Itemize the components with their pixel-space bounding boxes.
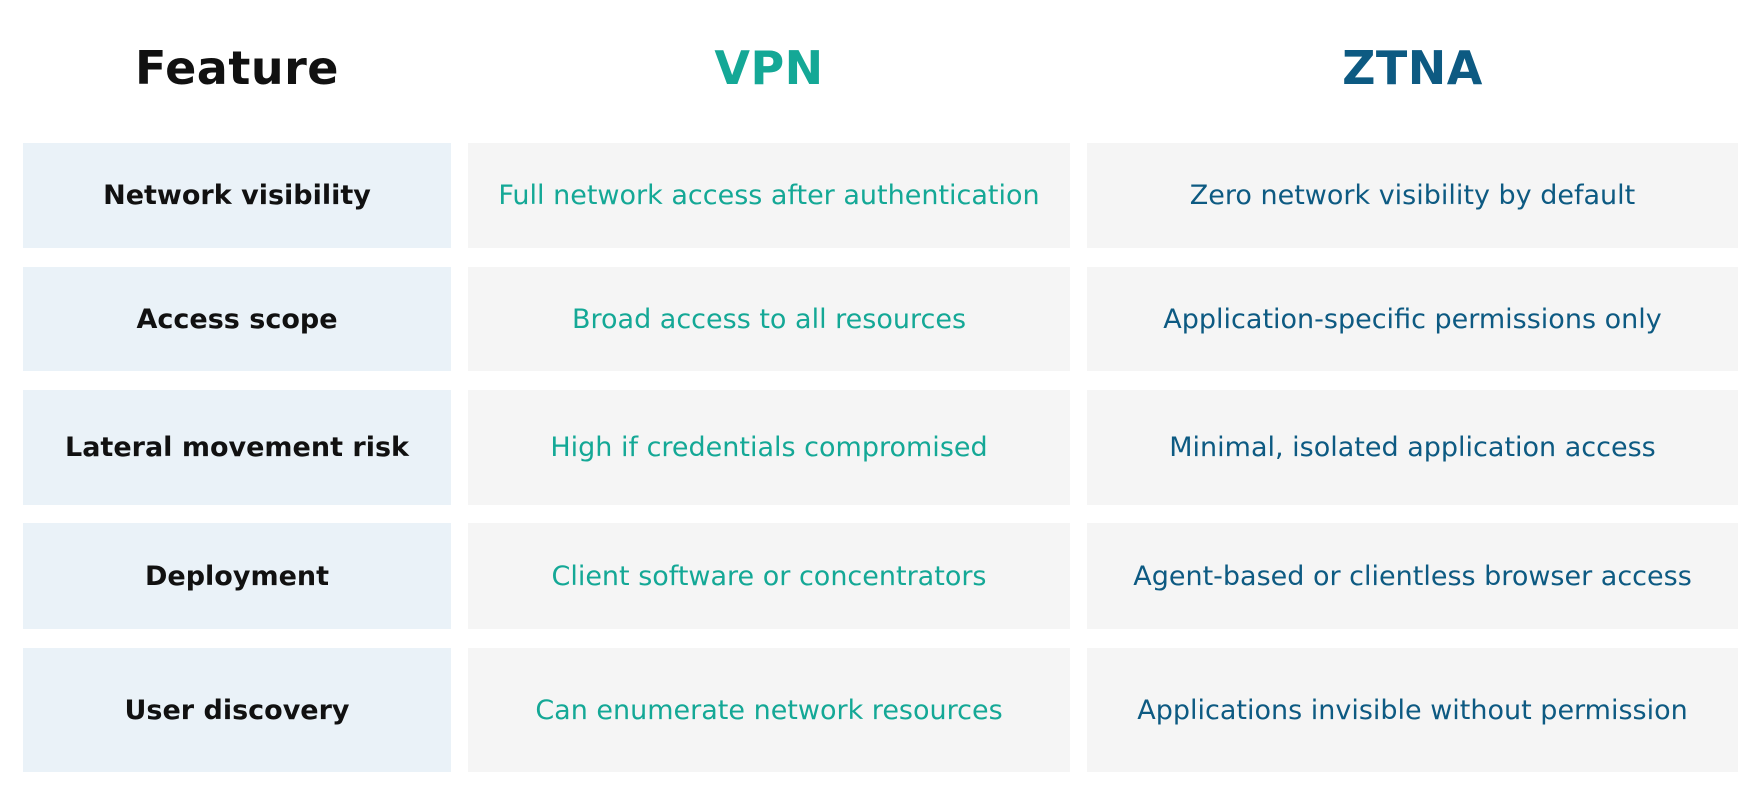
- feature-cell-access-scope: Access scope: [23, 267, 451, 371]
- vpn-cell-access-scope: Broad access to all resources: [468, 267, 1070, 371]
- vpn-cell-deployment: Client software or concentrators: [468, 523, 1070, 629]
- ztna-column-header: ZTNA: [1342, 41, 1483, 95]
- vpn-cell-user-discovery: Can enumerate network resources: [468, 648, 1070, 772]
- feature-cell-lateral-movement-risk: Lateral movement risk: [23, 390, 451, 505]
- feature-cell-user-discovery: User discovery: [23, 648, 451, 772]
- vpn-column-header: VPN: [714, 41, 824, 95]
- ztna-cell-deployment: Agent-based or clientless browser access: [1087, 523, 1738, 629]
- vpn-cell-network-visibility: Full network access after authentication: [468, 143, 1070, 248]
- ztna-cell-network-visibility: Zero network visibility by default: [1087, 143, 1738, 248]
- ztna-cell-access-scope: Application-specific permissions only: [1087, 267, 1738, 371]
- vpn-cell-lateral-movement-risk: High if credentials compromised: [468, 390, 1070, 505]
- feature-cell-deployment: Deployment: [23, 523, 451, 629]
- feature-cell-network-visibility: Network visibility: [23, 143, 451, 248]
- ztna-cell-user-discovery: Applications invisible without permissio…: [1087, 648, 1738, 772]
- ztna-cell-lateral-movement-risk: Minimal, isolated application access: [1087, 390, 1738, 505]
- feature-column-header: Feature: [135, 41, 339, 95]
